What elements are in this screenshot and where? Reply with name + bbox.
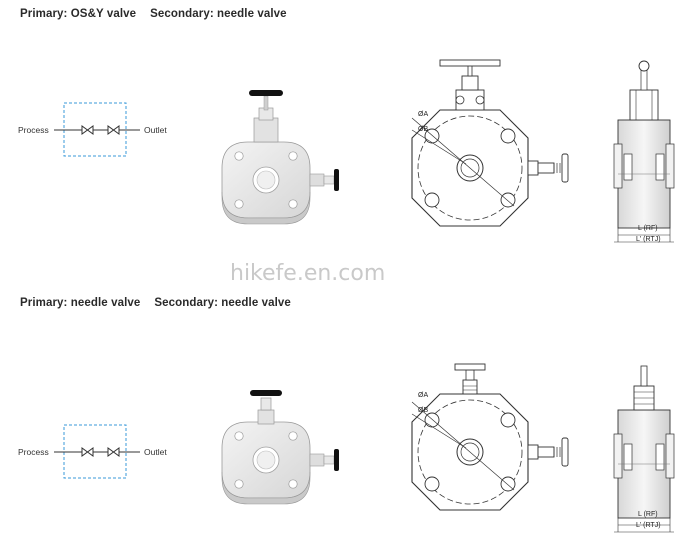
outlet-label: Outlet: [144, 447, 167, 457]
front-view-labels-1: ØA ØB: [418, 111, 428, 133]
secondary-label: Secondary: needle valve: [150, 8, 287, 20]
outlet-label: Outlet: [144, 125, 167, 135]
side-view-osy: [613, 60, 675, 243]
front-view-osy: [411, 59, 569, 227]
section1-heading: Primary: OS&Y valve Secondary: needle val…: [20, 8, 287, 20]
primary-label: Primary: OS&Y valve: [20, 8, 137, 20]
process-label: Process: [18, 125, 49, 135]
side-view-labels-2: L (RF) L' (RTJ): [636, 511, 661, 529]
length-rtj-label: L' (RTJ): [636, 236, 661, 243]
length-rf-label: L (RF): [638, 225, 658, 232]
length-rf-label: L (RF): [638, 511, 658, 518]
front-view-needle: [411, 363, 569, 511]
process-label: Process: [18, 447, 49, 457]
schematic-1: [53, 102, 141, 157]
front-view-labels-2: ØA ØB: [418, 392, 428, 414]
side-view-labels-1: L (RF) L' (RTJ): [636, 225, 661, 243]
bore-a-label: ØA: [418, 392, 428, 399]
side-view-needle: [613, 365, 675, 533]
valve-3d-needle: [221, 390, 340, 505]
bore-b-label: ØB: [418, 407, 428, 414]
valve-3d-osy: [221, 90, 340, 225]
watermark-text: hikefe.en.com: [230, 261, 385, 286]
bore-a-label: ØA: [418, 111, 428, 118]
schematic-2: [53, 424, 141, 479]
primary-label: Primary: needle valve: [20, 297, 141, 309]
length-rtj-label: L' (RTJ): [636, 522, 661, 529]
section2-heading: Primary: needle valve Secondary: needle v…: [20, 297, 291, 309]
bore-b-label: ØB: [418, 126, 428, 133]
secondary-label: Secondary: needle valve: [154, 297, 291, 309]
